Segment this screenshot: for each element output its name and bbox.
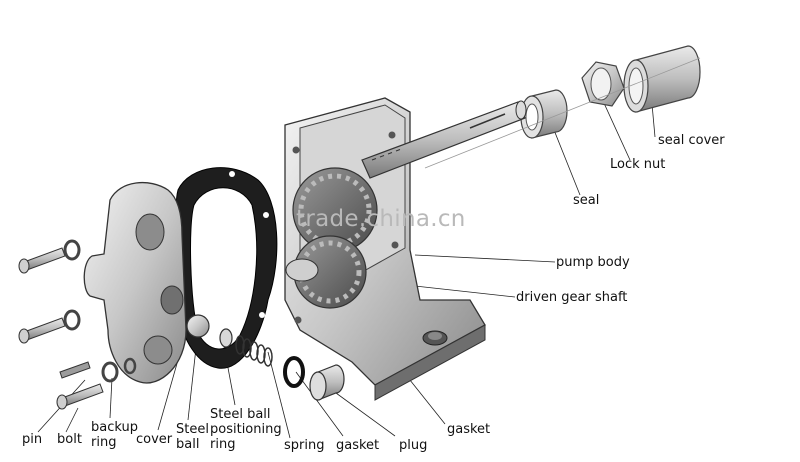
label-seal-cover: seal cover bbox=[658, 133, 725, 148]
bolt-parts bbox=[18, 239, 104, 410]
label-pin: pin bbox=[22, 432, 43, 447]
label-gasket: gasket bbox=[336, 438, 380, 453]
label-spring: spring bbox=[284, 438, 325, 453]
watermark-text: trade.china.cn bbox=[296, 206, 466, 232]
cover-part bbox=[83, 181, 187, 384]
label-gasket-right: gasket bbox=[447, 422, 491, 437]
label-driven-gear-shaft: driven gear shaft bbox=[516, 290, 628, 305]
plug-part bbox=[309, 364, 345, 401]
pump-body-part bbox=[284, 97, 486, 401]
steel-ball-part bbox=[186, 314, 210, 338]
spring-part bbox=[235, 335, 273, 367]
backup-ring-parts bbox=[101, 357, 137, 383]
label-cover: cover bbox=[136, 432, 173, 447]
label-backup-ring: backup ring bbox=[91, 420, 138, 450]
drive-shaft-part bbox=[361, 100, 527, 179]
label-pump-body: pump body bbox=[556, 255, 630, 270]
shaft-axis-line bbox=[424, 57, 701, 169]
label-steel-ball: Steel ball bbox=[176, 422, 209, 452]
label-seal: seal bbox=[573, 193, 600, 208]
label-bolt: bolt bbox=[57, 432, 82, 447]
positioning-ring-part bbox=[219, 328, 233, 348]
pin-part bbox=[59, 361, 91, 379]
label-lock-nut: Lock nut bbox=[610, 157, 666, 172]
seal-cover-part bbox=[623, 45, 701, 113]
o-ring-part bbox=[283, 356, 305, 388]
label-steel-ball-positioning-ring: Steel ball positioning ring bbox=[210, 407, 282, 452]
lock-nut-part bbox=[581, 61, 625, 107]
label-plug: plug bbox=[399, 438, 428, 453]
